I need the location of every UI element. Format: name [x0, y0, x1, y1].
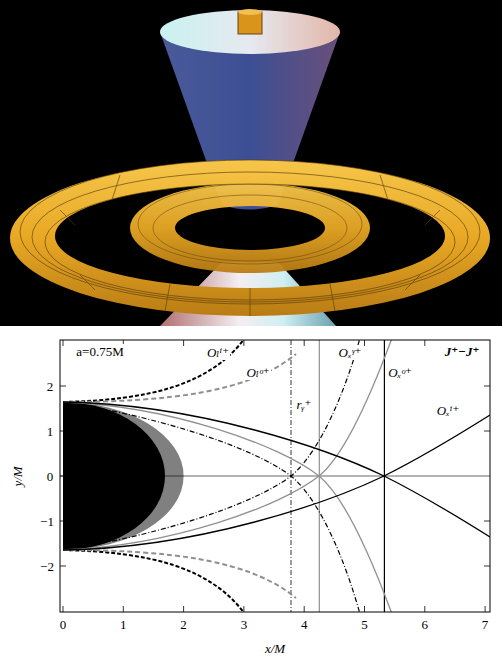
y-tick-label: 1 — [46, 424, 55, 439]
axis-title: y/M — [10, 465, 25, 487]
x-tick-label: 4 — [300, 617, 309, 632]
y-tick-label: −2 — [39, 559, 55, 574]
curve-label: Oₓᵞ⁺ — [338, 345, 363, 360]
radius-label: rᵧ⁺ — [296, 397, 313, 412]
parameter-label: a=0.75M — [75, 344, 124, 359]
curve-label: Oₗᵒ⁺ — [245, 365, 270, 380]
x-tick-label: 1 — [119, 617, 128, 632]
curve-label: Oₓⁱ⁺ — [436, 403, 461, 418]
y-tick-label: 2 — [46, 379, 55, 394]
x-tick-label: 3 — [240, 617, 249, 632]
curve-label: Oₓᵒ⁺ — [387, 365, 413, 380]
x-tick-label: 2 — [179, 617, 188, 632]
case-label: J⁺−J⁺ — [444, 344, 481, 359]
y-tick-label: 0 — [46, 469, 55, 484]
x-tick-label: 5 — [360, 617, 369, 632]
x-tick-label: 7 — [481, 617, 490, 632]
curve-label: Oₗⁱ⁺ — [206, 345, 230, 360]
x-tick-label: 0 — [59, 617, 68, 632]
axis-title: x/M — [264, 641, 286, 656]
x-tick-label: 6 — [421, 617, 430, 632]
y-tick-label: −1 — [39, 514, 55, 529]
